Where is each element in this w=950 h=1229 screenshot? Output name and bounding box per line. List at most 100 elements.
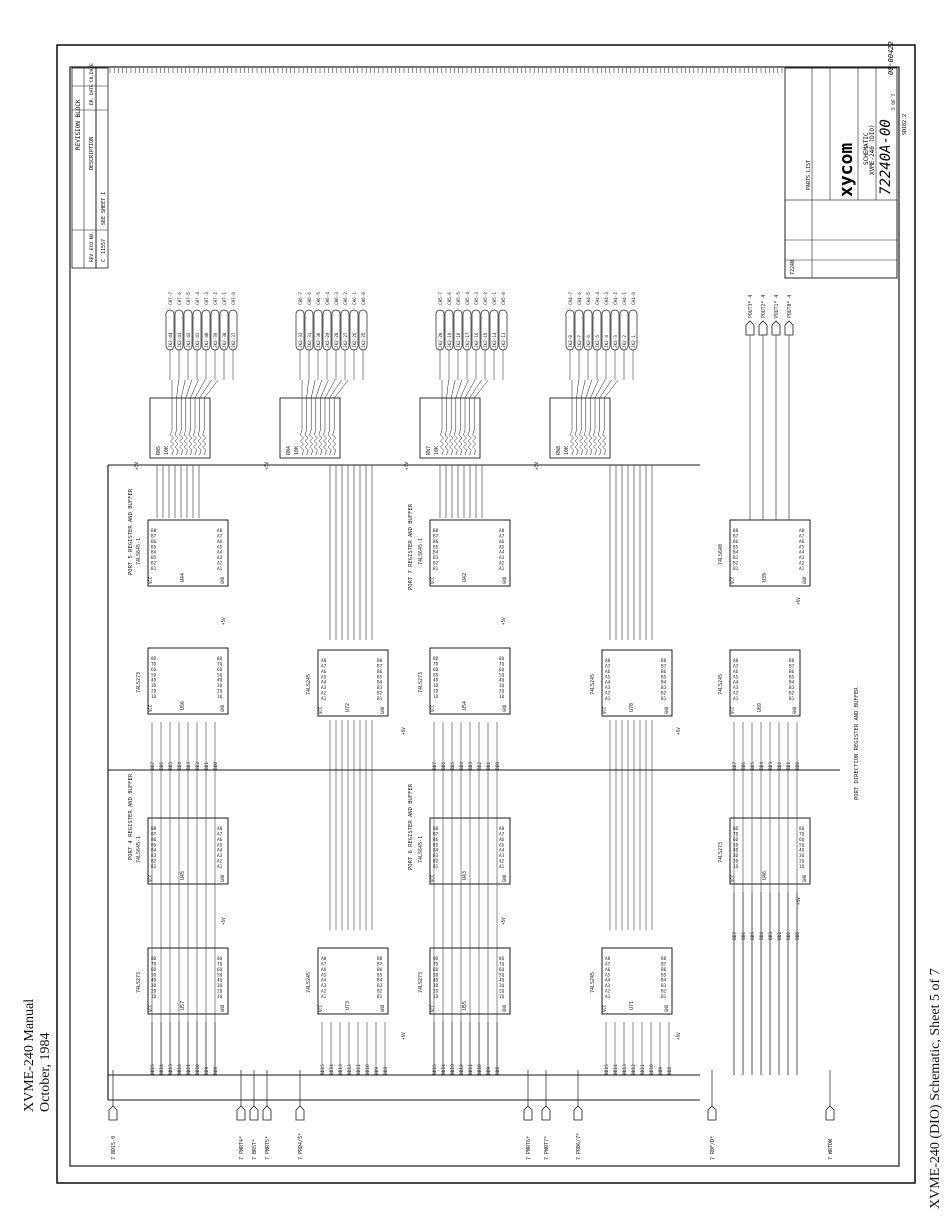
document-number: 72240 (790, 260, 796, 275)
bus-label: BD10 (365, 1064, 371, 1075)
supply-label: +5V (676, 727, 682, 735)
pin-label: 4Q (499, 978, 505, 984)
pin-label: A8 (217, 528, 223, 534)
input-label-7: 7 PRD6/7* (576, 1133, 582, 1160)
pin-label: 8D (433, 656, 439, 662)
channel-label: CH4-7 (568, 292, 574, 305)
pin-label: 5Q (499, 972, 505, 978)
bus-label: BD3 (768, 932, 774, 940)
bus-label: BD8 (495, 1067, 501, 1075)
pin-label: A7 (605, 961, 611, 967)
input-connector (295, 1105, 305, 1121)
resistor (583, 429, 588, 456)
pin-label: 4D (151, 678, 157, 684)
resistor-value: 10K (434, 446, 440, 455)
bus-label: BD4 (459, 762, 465, 770)
channel-label: CH5-6 (447, 292, 453, 305)
pin-label: B6 (151, 837, 157, 843)
chip-ref: U57 (180, 1001, 186, 1010)
pin-label: 5D (433, 972, 439, 978)
pin-label: A5 (499, 544, 505, 550)
pin-label: 4D (433, 978, 439, 984)
pin-label: 7Q (799, 831, 805, 837)
pin-label: B3 (433, 853, 439, 859)
pin-label: VCC (602, 1004, 607, 1012)
input-connector (573, 1105, 583, 1121)
supply-label: +5V (796, 897, 802, 905)
resistor (313, 429, 318, 456)
revision-block-title: REVISION BLOCK (75, 99, 82, 150)
pin-label: A6 (799, 539, 805, 545)
connector-wire (576, 379, 579, 399)
chip-part: 74LS273 (136, 972, 142, 993)
channel-label: CH5-1 (492, 292, 498, 305)
channel-label: CH5-2 (483, 292, 489, 305)
pin-label: B5 (377, 972, 383, 978)
title-block: PARTS LIST xycom SCHEMATIC XVME-240 (DIO… (784, 41, 908, 279)
resistor-pack-body (149, 397, 211, 459)
pin-label: B6 (661, 669, 667, 675)
pin-label: 2D (733, 859, 739, 865)
pin-label: B6 (433, 837, 439, 843)
pin-label: B4 (151, 848, 157, 854)
connector-wire (315, 379, 323, 399)
revision-eco: 11557 (101, 239, 107, 254)
bus-label: BD14 (159, 1064, 165, 1075)
pin-label: B7 (151, 831, 157, 837)
pin-label: 8D (151, 656, 157, 662)
pin-label: B1 (661, 696, 667, 702)
pin-label: 3Q (499, 983, 505, 989)
connector-label: JK2-31 (307, 332, 313, 348)
pin-label: VCC (430, 576, 435, 584)
channel-label: CH4-3 (604, 292, 610, 305)
chip-part: 74LS273 (718, 842, 724, 863)
connector-label: JK2-19 (447, 332, 453, 348)
pin-label: B5 (433, 842, 439, 848)
connector-label: JK2-38 (222, 332, 228, 348)
pin-label: B7 (733, 533, 739, 539)
resistor (300, 429, 304, 456)
chip-part: 74LS273 (418, 972, 424, 993)
bus-label: BD15 (320, 1064, 326, 1075)
connector-label: JK2-29 (325, 332, 331, 348)
input-connector (249, 1105, 259, 1121)
bus-label: BD12 (631, 1064, 637, 1075)
pin-label: 8Q (799, 826, 805, 832)
connector-label: JK2-30 (316, 332, 322, 348)
pin-label: A7 (499, 831, 505, 837)
bus-label: BD15 (604, 1064, 610, 1075)
pin-label: 5Q (499, 672, 505, 678)
pin-label: 8D (151, 956, 157, 962)
pin-label: A5 (799, 544, 805, 550)
output-connector (771, 320, 781, 336)
pin-label: A6 (321, 669, 327, 675)
supply-label: +5V (501, 617, 507, 625)
pin-label: B3 (151, 555, 157, 561)
chip-part: 74LS245 (590, 972, 596, 993)
pin-label: 3D (433, 683, 439, 689)
pin-label: 7D (733, 831, 739, 837)
pin-label: 7D (433, 661, 439, 667)
resistor (193, 429, 197, 456)
register-u54-body (429, 647, 511, 715)
chip-part: 74LS645-1 (136, 836, 142, 863)
pin-label: A5 (321, 972, 327, 978)
bus-label: BD10 (477, 1064, 483, 1075)
input-connector (523, 1105, 533, 1121)
supply-label: +5V (501, 917, 507, 925)
chip-ref: U54 (462, 701, 468, 710)
chip-ref: U56 (180, 701, 186, 710)
bus-label: BD15 (432, 1064, 438, 1075)
bus-label: BD10 (195, 1064, 201, 1075)
pin-label: B2 (433, 561, 439, 567)
pin-label: A4 (321, 978, 327, 984)
bus-label: BD1 (786, 932, 792, 940)
pin-label: 3D (733, 853, 739, 859)
pin-label: A8 (605, 956, 611, 962)
bottom-code: SD102.2 (902, 114, 908, 135)
input-label-6: 7 PWRT7* (544, 1136, 550, 1160)
pin-label: 7Q (217, 961, 223, 967)
bus-label: BD1 (204, 762, 210, 770)
